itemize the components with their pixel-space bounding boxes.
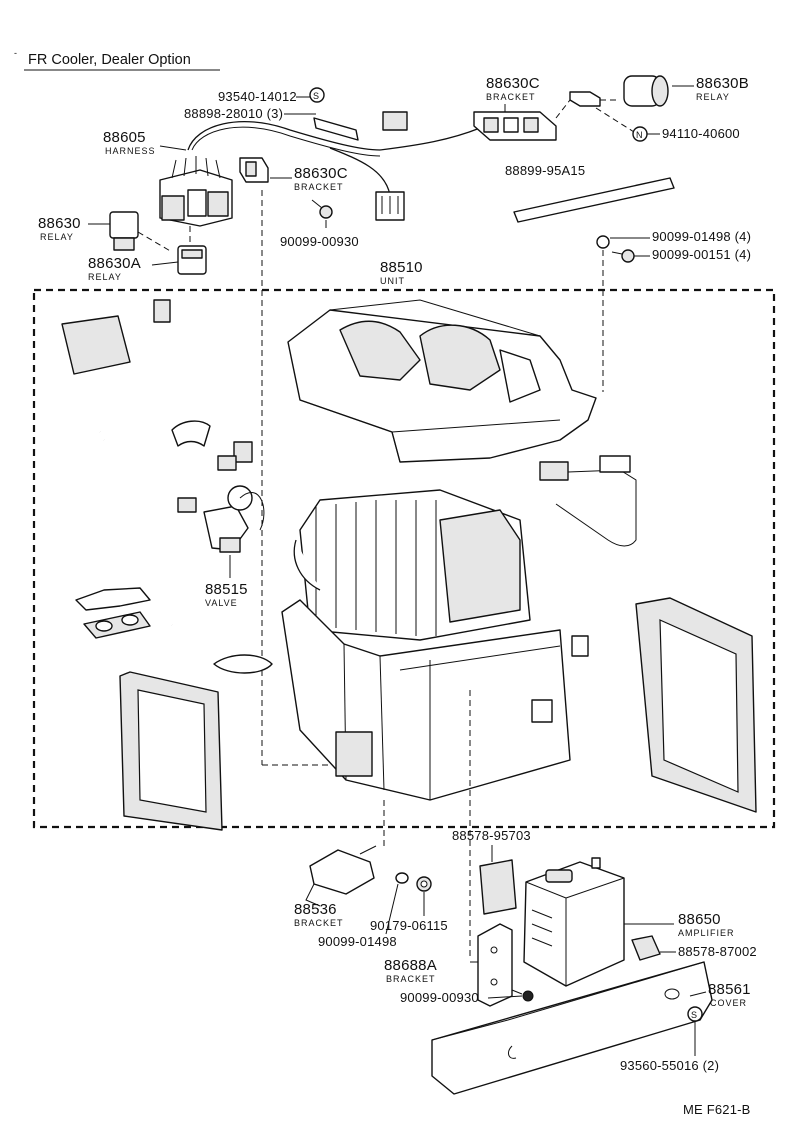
label-93540-14012: 93540-14012 <box>218 89 297 104</box>
grommet-plate <box>83 611 151 639</box>
label-88630: 88630 <box>38 215 81 232</box>
harness-connector-right <box>375 191 405 221</box>
seal-frame-left <box>119 671 223 831</box>
harness-cable-right <box>379 127 481 151</box>
harness-connector-block <box>159 156 233 227</box>
label-88515: 88515 <box>205 581 248 598</box>
unit-frame <box>32 288 776 829</box>
relay-88630a <box>177 245 207 275</box>
s-symbol-icon-bottom: S <box>687 1006 703 1022</box>
bolt-90099-00930-top <box>311 199 333 219</box>
label-88561-cover: COVER <box>710 998 747 1008</box>
label-88561: 88561 <box>708 981 751 998</box>
label-88650: 88650 <box>678 911 721 928</box>
cover-88561 <box>431 961 713 1095</box>
evaporator-core <box>293 489 531 641</box>
label-94110-40600: 94110-40600 <box>662 126 740 141</box>
label-88578-87002: 88578-87002 <box>678 944 757 959</box>
hose-clamp <box>171 420 211 447</box>
label-88898-28010: 88898-28010 (3) <box>184 106 283 121</box>
n-symbol-icon: N <box>632 126 648 142</box>
label-88510: 88510 <box>380 259 423 276</box>
unit-upper-case <box>287 299 597 463</box>
unit-lower-case <box>281 599 589 801</box>
label-88630-relay: RELAY <box>40 232 74 242</box>
label-90099-00930-top: 90099-00930 <box>280 234 359 249</box>
washer-90099-01498-top <box>596 235 610 249</box>
label-90099-01498: 90099-01498 <box>318 934 397 949</box>
leader-88605 <box>159 145 187 151</box>
label-88630b-relay: RELAY <box>696 92 730 102</box>
label-88630c-mid: 88630C <box>294 165 348 182</box>
label-88515-valve: VALVE <box>205 598 238 608</box>
diagram-title: FR Cooler, Dealer Option <box>28 52 191 68</box>
s-symbol-icon: S <box>309 87 325 103</box>
unit-connector-wire <box>539 455 637 547</box>
valve-fitting-left <box>177 497 197 513</box>
label-88630c-top: 88630C <box>486 75 540 92</box>
label-88630c-mid-bracket: BRACKET <box>294 182 344 192</box>
label-88510-unit: UNIT <box>380 276 405 286</box>
svg-text:N: N <box>636 130 644 140</box>
svg-text:S: S <box>691 1010 698 1020</box>
label-88578-95703: 88578-95703 <box>452 828 531 843</box>
packing-ring <box>213 654 273 674</box>
harness-connector-top <box>382 111 408 131</box>
clip-strip <box>313 117 359 141</box>
footer-code: ME F621-B <box>683 1102 751 1117</box>
bracket-88536 <box>305 845 377 907</box>
label-88605: 88605 <box>103 129 146 146</box>
seal-frame-right <box>635 597 757 813</box>
hose-fitting-top <box>153 299 171 323</box>
bracket-88630c-top <box>473 111 557 141</box>
label-88650-amplifier: AMPLIFIER <box>678 928 735 938</box>
amplifier-88650 <box>523 857 625 987</box>
svg-text:S: S <box>313 91 320 101</box>
corner-mark: - <box>14 48 18 58</box>
seal-strip-88899 <box>513 177 675 223</box>
label-88536-bracket: BRACKET <box>294 918 344 928</box>
screw-90099-00151 <box>611 249 635 263</box>
label-90099-00151-4: 90099-00151 (4) <box>652 247 751 262</box>
harness-cable <box>187 120 381 151</box>
label-88688a: 88688A <box>384 957 437 974</box>
bracket-88688a <box>477 923 513 1007</box>
label-88536: 88536 <box>294 901 337 918</box>
label-93560-55016: 93560-55016 (2) <box>620 1058 719 1073</box>
relay-88630b <box>623 75 669 107</box>
label-90179-06115: 90179-06115 <box>370 918 448 933</box>
relay-clip-88630b <box>569 91 620 107</box>
label-90099-01498-4: 90099-01498 (4) <box>652 229 751 244</box>
label-88630a-relay: RELAY <box>88 272 122 282</box>
hose-fitting-bottom <box>233 441 253 463</box>
nut-90179-06115 <box>416 876 432 892</box>
pad-88578-87002 <box>631 935 661 961</box>
label-88688a-bracket: BRACKET <box>386 974 436 984</box>
label-90099-00930-bottom: 90099-00930 <box>400 990 479 1005</box>
washer-90099-01498 <box>395 872 409 884</box>
leader-88630a <box>151 261 179 266</box>
insulator-pad <box>61 315 131 375</box>
bracket-88630c-mid <box>239 157 269 183</box>
valve-fitting-top <box>217 455 237 471</box>
label-88630b: 88630B <box>696 75 749 92</box>
expansion-valve-88515 <box>203 485 265 553</box>
label-88630c-top-bracket: BRACKET <box>486 92 536 102</box>
tube-bracket <box>75 587 151 611</box>
label-harness: HARNESS <box>105 146 156 156</box>
pad-88578-95703 <box>479 859 517 915</box>
relay-88630 <box>109 211 139 251</box>
bolt-90099-00930-bottom <box>511 989 534 1002</box>
label-88630a: 88630A <box>88 255 141 272</box>
label-88899-95a15: 88899-95A15 <box>505 163 585 178</box>
